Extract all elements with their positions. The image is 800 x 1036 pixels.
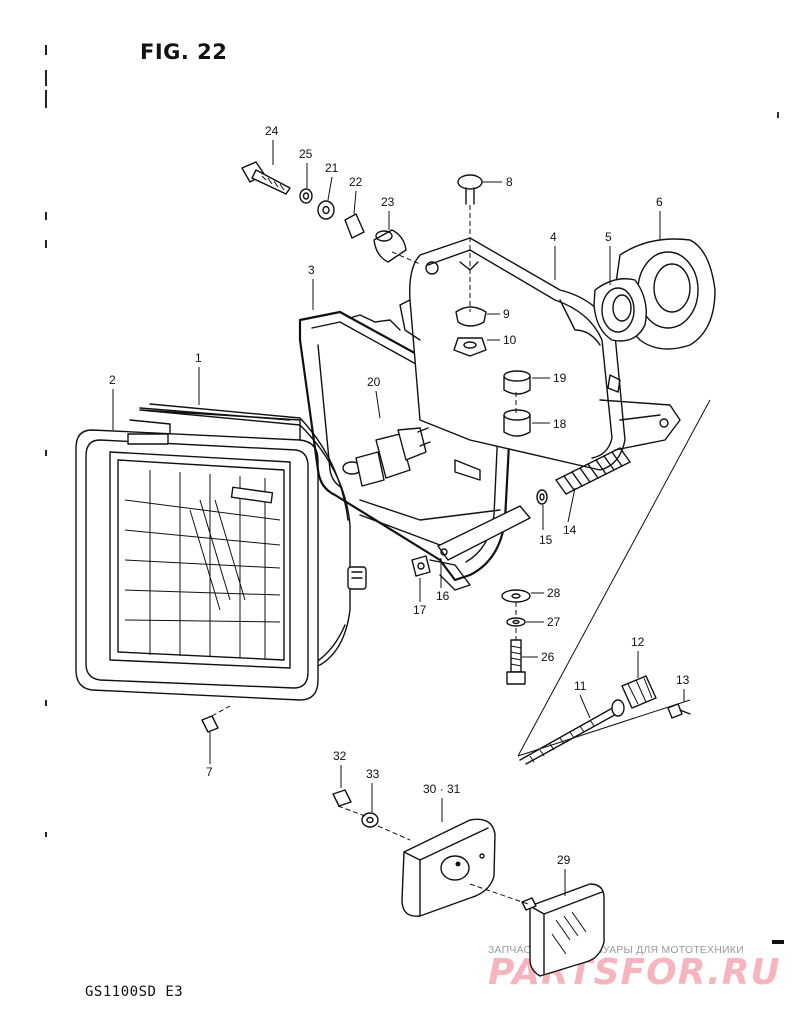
svg-text:30 · 31: 30 · 31: [423, 782, 461, 796]
callout-10: 10: [487, 333, 517, 347]
callout-28: 28: [531, 586, 561, 600]
callout-33: 33: [366, 767, 380, 812]
svg-text:13: 13: [676, 673, 690, 687]
spring-and-washer: [536, 447, 631, 505]
svg-text:14: 14: [563, 523, 577, 537]
svg-text:26: 26: [541, 650, 555, 664]
svg-text:29: 29: [557, 853, 571, 867]
callout-1: 1: [195, 351, 202, 405]
callout-3: 3: [308, 263, 315, 310]
svg-text:6: 6: [656, 195, 663, 209]
svg-text:19: 19: [553, 371, 567, 385]
svg-text:27: 27: [547, 615, 561, 629]
svg-text:25: 25: [299, 147, 313, 161]
svg-text:32: 32: [333, 749, 347, 763]
callout-27: 27: [526, 615, 561, 629]
callout-22: 22: [349, 175, 363, 215]
svg-text:18: 18: [553, 417, 567, 431]
callout-12: 12: [631, 635, 645, 678]
svg-text:17: 17: [413, 603, 427, 617]
svg-text:4: 4: [550, 230, 557, 244]
svg-text:10: 10: [503, 333, 517, 347]
callout-2: 2: [109, 373, 116, 430]
svg-text:11: 11: [574, 679, 587, 693]
svg-text:8: 8: [506, 175, 513, 189]
svg-text:15: 15: [539, 533, 553, 547]
callout-6: 6: [656, 195, 663, 240]
callout-16: 16: [436, 558, 450, 603]
callout-5: 5: [605, 230, 612, 285]
svg-text:22: 22: [349, 175, 363, 189]
callout-4: 4: [550, 230, 557, 280]
callout-18: 18: [532, 417, 567, 431]
callout-26: 26: [522, 650, 555, 664]
socket-cover-assembly: [593, 238, 716, 350]
margin-tick: [45, 45, 47, 55]
callouts: 24 25 21 22 23 8 4 5 6 3 9 10 19 18 20 1…: [109, 124, 690, 896]
callout-29: 29: [557, 853, 571, 896]
margin-tick: [45, 700, 47, 706]
margin-tick: [45, 832, 47, 837]
svg-text:20: 20: [367, 375, 381, 389]
callout-20: 20: [367, 375, 381, 419]
callout-23: 23: [381, 195, 395, 230]
svg-text:12: 12: [631, 635, 645, 649]
headlamp-assembly: [75, 403, 367, 701]
svg-text:5: 5: [605, 230, 612, 244]
svg-text:23: 23: [381, 195, 395, 209]
callout-17: 17: [413, 578, 427, 617]
mounting-hardware-top: [241, 161, 407, 263]
bulb: [342, 427, 431, 487]
model-code: GS1100SD E3: [85, 984, 184, 1000]
svg-text:3: 3: [308, 263, 315, 277]
svg-text:9: 9: [503, 307, 510, 321]
headlamp-housing: [399, 237, 681, 471]
callout-24: 24: [265, 124, 279, 165]
housing-fasteners: [453, 174, 487, 357]
figure-title: FIG. 22: [140, 40, 228, 64]
cushions-18-19: [503, 370, 531, 437]
svg-text:2: 2: [109, 373, 116, 387]
margin-tick: [45, 450, 47, 456]
rim-screw-shape: [201, 715, 219, 733]
callout-32: 32: [333, 749, 347, 788]
svg-text:24: 24: [265, 124, 279, 138]
callout-9: 9: [487, 307, 510, 321]
clamp-hardware: [411, 505, 531, 577]
callout-19: 19: [532, 371, 567, 385]
callout-13: 13: [676, 673, 690, 702]
margin-tick: [45, 212, 47, 220]
callout-7: 7: [206, 732, 213, 779]
margin-tick: [45, 70, 47, 86]
margin-tick: [45, 90, 47, 108]
svg-text:28: 28: [547, 586, 561, 600]
callout-15: 15: [539, 505, 553, 547]
adjuster-assembly: [519, 675, 691, 765]
callout-11: 11: [574, 679, 591, 719]
callout-25: 25: [299, 147, 313, 188]
assembly-guide-lines: [211, 205, 711, 905]
callout-8: 8: [482, 175, 513, 189]
callout-14: 14: [563, 487, 577, 537]
svg-text:33: 33: [366, 767, 380, 781]
margin-tick: [45, 240, 47, 248]
svg-text:1: 1: [195, 351, 202, 365]
svg-text:16: 16: [436, 589, 450, 603]
lower-fasteners: [501, 589, 531, 685]
callout-21: 21: [325, 161, 339, 201]
callout-30-31: 30 · 31: [423, 782, 461, 822]
svg-text:21: 21: [325, 161, 339, 175]
svg-text:7: 7: [206, 765, 213, 779]
reflector-assembly: [332, 789, 605, 977]
